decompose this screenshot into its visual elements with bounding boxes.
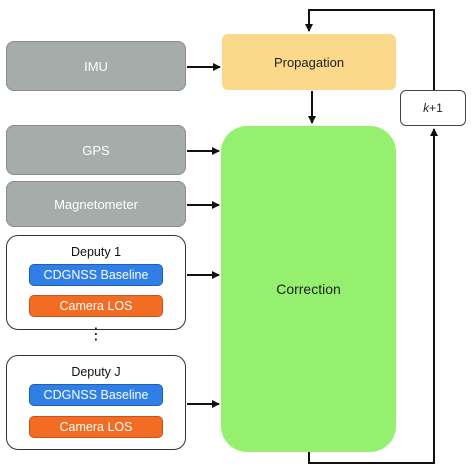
iteration-to-propagation-path: [305, 9, 435, 90]
iteration-plus-one: +1: [429, 101, 443, 115]
iteration-box: k+1: [400, 90, 466, 126]
imu-label: IMU: [84, 58, 108, 74]
propagation-label: Propagation: [273, 54, 345, 70]
deputy-1-camera-label: Camera LOS: [59, 299, 133, 313]
magnetometer-label: Magnetometer: [54, 196, 138, 212]
deputy-1-cdgnss-label: CDGNSS Baseline: [43, 268, 149, 282]
deputy-j-title: Deputy J: [71, 365, 121, 379]
iteration-label: k+1: [423, 101, 443, 115]
deputy-j-cdgnss-label: CDGNSS Baseline: [43, 388, 149, 402]
deputy-1-title: Deputy 1: [70, 245, 122, 259]
deputy-j-camera-los: Camera LOS: [29, 416, 163, 438]
imu-box: IMU: [6, 41, 186, 91]
deputy-1-group: Deputy 1 CDGNSS Baseline Camera LOS: [6, 235, 186, 330]
deputy-1-cdgnss-baseline: CDGNSS Baseline: [29, 264, 163, 286]
propagation-box: Propagation: [222, 34, 396, 90]
correction-label: Correction: [276, 281, 341, 297]
deputy-j-group: Deputy J CDGNSS Baseline Camera LOS: [6, 355, 186, 450]
gps-box: GPS: [6, 125, 186, 175]
deputy-j-cdgnss-baseline: CDGNSS Baseline: [29, 384, 163, 406]
iteration-k: k: [423, 101, 430, 115]
correction-to-iteration-path: [308, 128, 438, 464]
deputy-j-camera-label: Camera LOS: [59, 420, 133, 434]
magnetometer-box: Magnetometer: [6, 181, 186, 227]
gps-label: GPS: [82, 142, 110, 158]
correction-box: Correction: [221, 126, 396, 452]
deputy-1-camera-los: Camera LOS: [29, 295, 163, 317]
